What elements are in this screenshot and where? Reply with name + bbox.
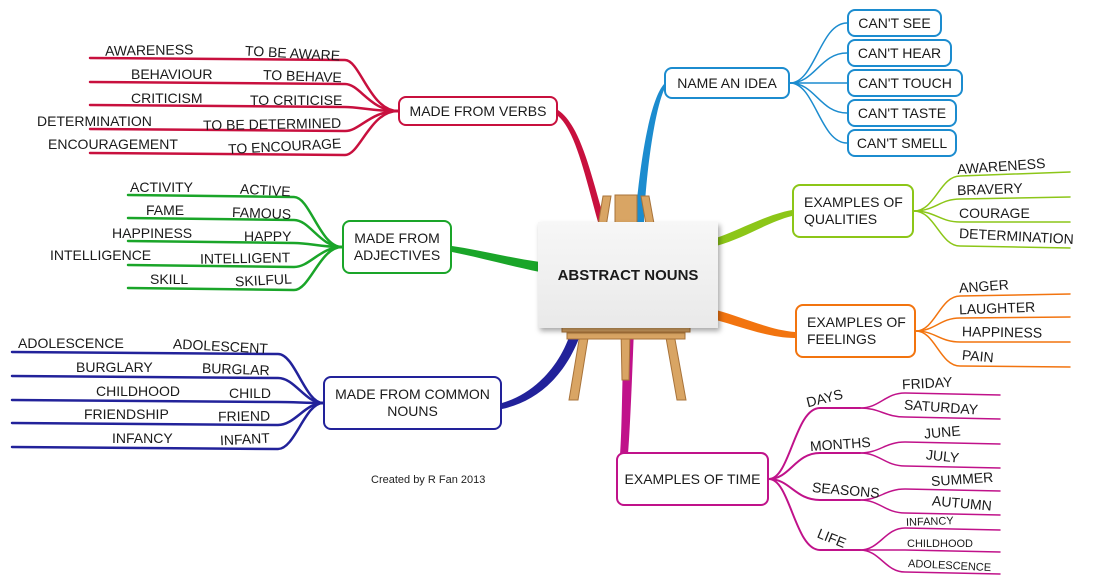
branch-made-from-verbs[interactable]: MADE FROM VERBS: [398, 96, 558, 126]
feelings-connector: [915, 316, 1071, 332]
credit-text: Created by R Fan 2013: [371, 474, 486, 486]
branch-examples-of-feelings[interactable]: EXAMPLES OF FEELINGS: [795, 304, 916, 358]
common-source-burglar[interactable]: BURGLAR: [201, 359, 270, 379]
idea-connector: [789, 52, 848, 84]
verbs-noun-behaviour[interactable]: BEHAVIOUR: [131, 66, 213, 82]
idea-item-cant-hear[interactable]: CAN'T HEAR: [847, 39, 952, 67]
verbs-noun-awareness[interactable]: AWARENESS: [104, 41, 194, 59]
time-item-connector: [859, 392, 1001, 409]
time-item-connector: [859, 441, 1001, 454]
idea-item-cant-touch[interactable]: CAN'T TOUCH: [847, 69, 963, 97]
adj-noun-skill[interactable]: SKILL: [150, 271, 189, 287]
feelings-item-pain[interactable]: PAIN: [961, 346, 995, 366]
verbs-source-to-be-determined[interactable]: TO BE DETERMINED: [202, 114, 342, 134]
time-group-connector: [768, 478, 861, 501]
time-item-july[interactable]: JULY: [925, 446, 960, 466]
qualities-item-bravery[interactable]: BRAVERY: [956, 179, 1023, 199]
adjectives-connector: [126, 245, 344, 292]
time-group-connector: [768, 452, 861, 480]
time-item-connector: [859, 407, 1001, 420]
time-item-connector: [859, 488, 1001, 501]
branch-made-from-adjectives[interactable]: MADE FROM ADJECTIVES: [342, 220, 452, 274]
idea-item-cant-smell[interactable]: CAN'T SMELL: [847, 129, 957, 157]
qualities-connector: [913, 210, 1071, 249]
branch-made-from-common-nouns[interactable]: MADE FROM COMMON NOUNS: [323, 376, 502, 430]
trunk-verbs: [558, 110, 605, 222]
common-noun-friendship[interactable]: FRIENDSHIP: [84, 406, 169, 422]
adj-noun-fame[interactable]: FAME: [146, 202, 185, 218]
adj-noun-happiness[interactable]: HAPPINESS: [112, 225, 193, 241]
common-source-child[interactable]: CHILD: [229, 385, 272, 401]
time-item-friday[interactable]: FRIDAY: [901, 373, 953, 393]
adj-source-skilful[interactable]: SKILFUL: [234, 270, 293, 290]
idea-item-cant-taste[interactable]: CAN'T TASTE: [847, 99, 957, 127]
common-noun-adolescence[interactable]: ADOLESCENCE: [18, 335, 124, 351]
time-group-connector: [768, 478, 861, 551]
idea-item-cant-see[interactable]: CAN'T SEE: [847, 9, 942, 37]
verbs-noun-encouragement[interactable]: ENCOURAGEMENT: [48, 136, 178, 152]
trunk-adjectives: [452, 246, 540, 272]
verbs-connector: [88, 109, 400, 157]
adj-source-famous[interactable]: FAMOUS: [231, 203, 292, 223]
time-item-connector: [859, 527, 1001, 551]
adj-source-active[interactable]: ACTIVE: [239, 180, 291, 200]
trunk-feelings: [716, 310, 795, 338]
adj-noun-activity[interactable]: ACTIVITY: [130, 179, 194, 195]
center-topic[interactable]: ABSTRACT NOUNS: [538, 222, 718, 328]
qualities-connector: [913, 196, 1071, 212]
trunk-idea: [635, 84, 664, 222]
qualities-item-courage[interactable]: COURAGE: [959, 205, 1030, 221]
feelings-item-laughter[interactable]: LAUGHTER: [958, 298, 1036, 318]
time-item-june[interactable]: JUNE: [923, 422, 962, 442]
common-source-infant[interactable]: INFANT: [219, 429, 271, 449]
verbs-noun-criticism[interactable]: CRITICISM: [131, 90, 203, 106]
adj-source-intelligent[interactable]: INTELLIGENT: [199, 249, 291, 267]
verbs-source-to-behave[interactable]: TO BEHAVE: [262, 66, 343, 86]
idea-connector: [789, 22, 848, 84]
common-source-friend[interactable]: FRIEND: [217, 407, 271, 425]
common-noun-infancy[interactable]: INFANCY: [112, 430, 173, 446]
branch-examples-of-qualities[interactable]: EXAMPLES OF QUALITIES: [792, 184, 914, 238]
idea-connector: [789, 82, 848, 114]
common-connector: [10, 401, 325, 451]
common-noun-childhood[interactable]: CHILDHOOD: [96, 383, 181, 399]
branch-examples-of-time[interactable]: EXAMPLES OF TIME: [616, 452, 769, 506]
verbs-noun-determination[interactable]: DETERMINATION: [37, 113, 152, 129]
time-item-childhood[interactable]: CHILDHOOD: [907, 538, 974, 550]
adj-noun-intelligence[interactable]: INTELLIGENCE: [50, 247, 152, 263]
idea-connector: [789, 82, 848, 144]
trunk-qualities: [716, 210, 792, 246]
common-noun-burglary[interactable]: BURGLARY: [76, 359, 153, 375]
time-item-connector: [859, 499, 1001, 516]
time-item-connector: [859, 549, 1001, 575]
time-item-infancy[interactable]: INFANCY: [905, 515, 954, 529]
time-group-connector: [768, 407, 861, 480]
verbs-source-to-criticise[interactable]: TO CRITICISE: [250, 92, 343, 108]
adj-source-happy[interactable]: HAPPY: [244, 228, 292, 244]
time-item-connector: [859, 452, 1001, 469]
feelings-item-happiness[interactable]: HAPPINESS: [961, 323, 1043, 341]
feelings-connector: [915, 330, 1071, 368]
branch-name-an-idea[interactable]: NAME AN IDEA: [664, 67, 790, 99]
